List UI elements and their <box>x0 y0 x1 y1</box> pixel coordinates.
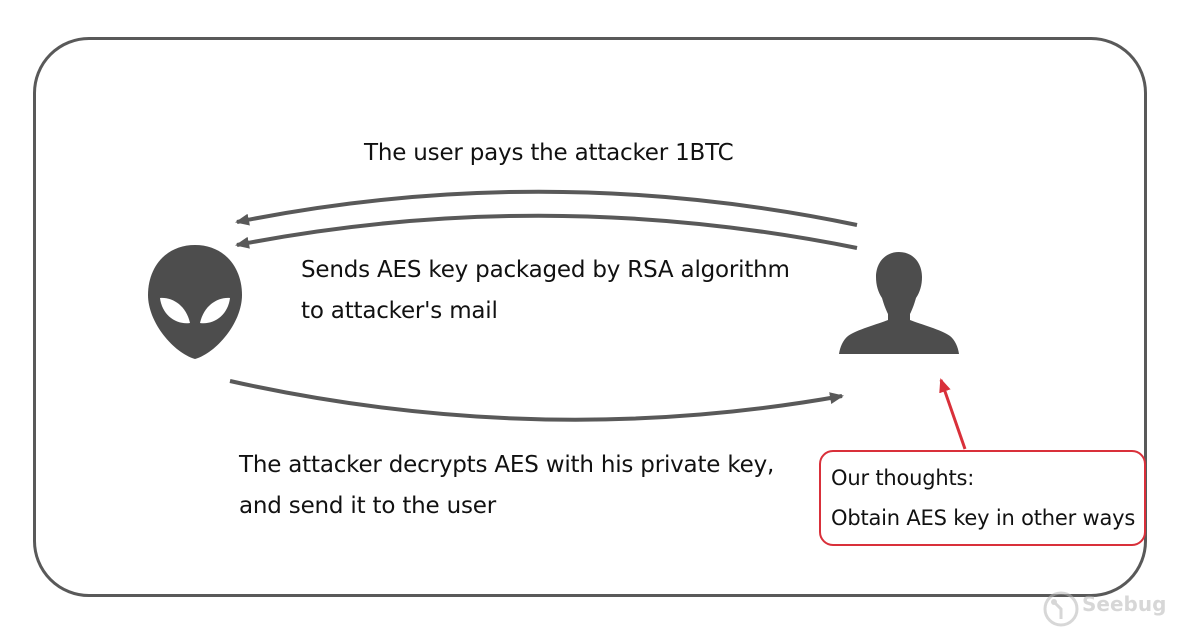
decrypted-key-arrow <box>229 379 844 422</box>
diagram-frame <box>33 37 1147 597</box>
decrypt-label-line1: The attacker decrypts AES with his priva… <box>239 452 775 478</box>
user-silhouette-icon <box>839 252 959 354</box>
thoughts-callout: Our thoughts: Obtain AES key in other wa… <box>819 450 1146 546</box>
key-mail-label-line1: Sends AES key packaged by RSA algorithm <box>301 257 790 283</box>
thoughts-title: Our thoughts: <box>831 466 975 490</box>
key-mail-label-line2: to attacker's mail <box>301 298 498 324</box>
alien-icon <box>148 245 242 359</box>
payment-label: The user pays the attacker 1BTC <box>364 140 734 166</box>
seebug-logo-icon <box>1043 591 1079 627</box>
thoughts-arrow <box>939 378 967 450</box>
watermark-text: Seebug <box>1082 592 1167 616</box>
payment-arrow <box>235 189 858 227</box>
thoughts-text: Obtain AES key in other ways <box>831 506 1136 530</box>
decrypt-label-line2: and send it to the user <box>239 493 496 519</box>
seebug-watermark: Seebug <box>1042 588 1182 632</box>
key-mail-arrow <box>235 213 858 250</box>
